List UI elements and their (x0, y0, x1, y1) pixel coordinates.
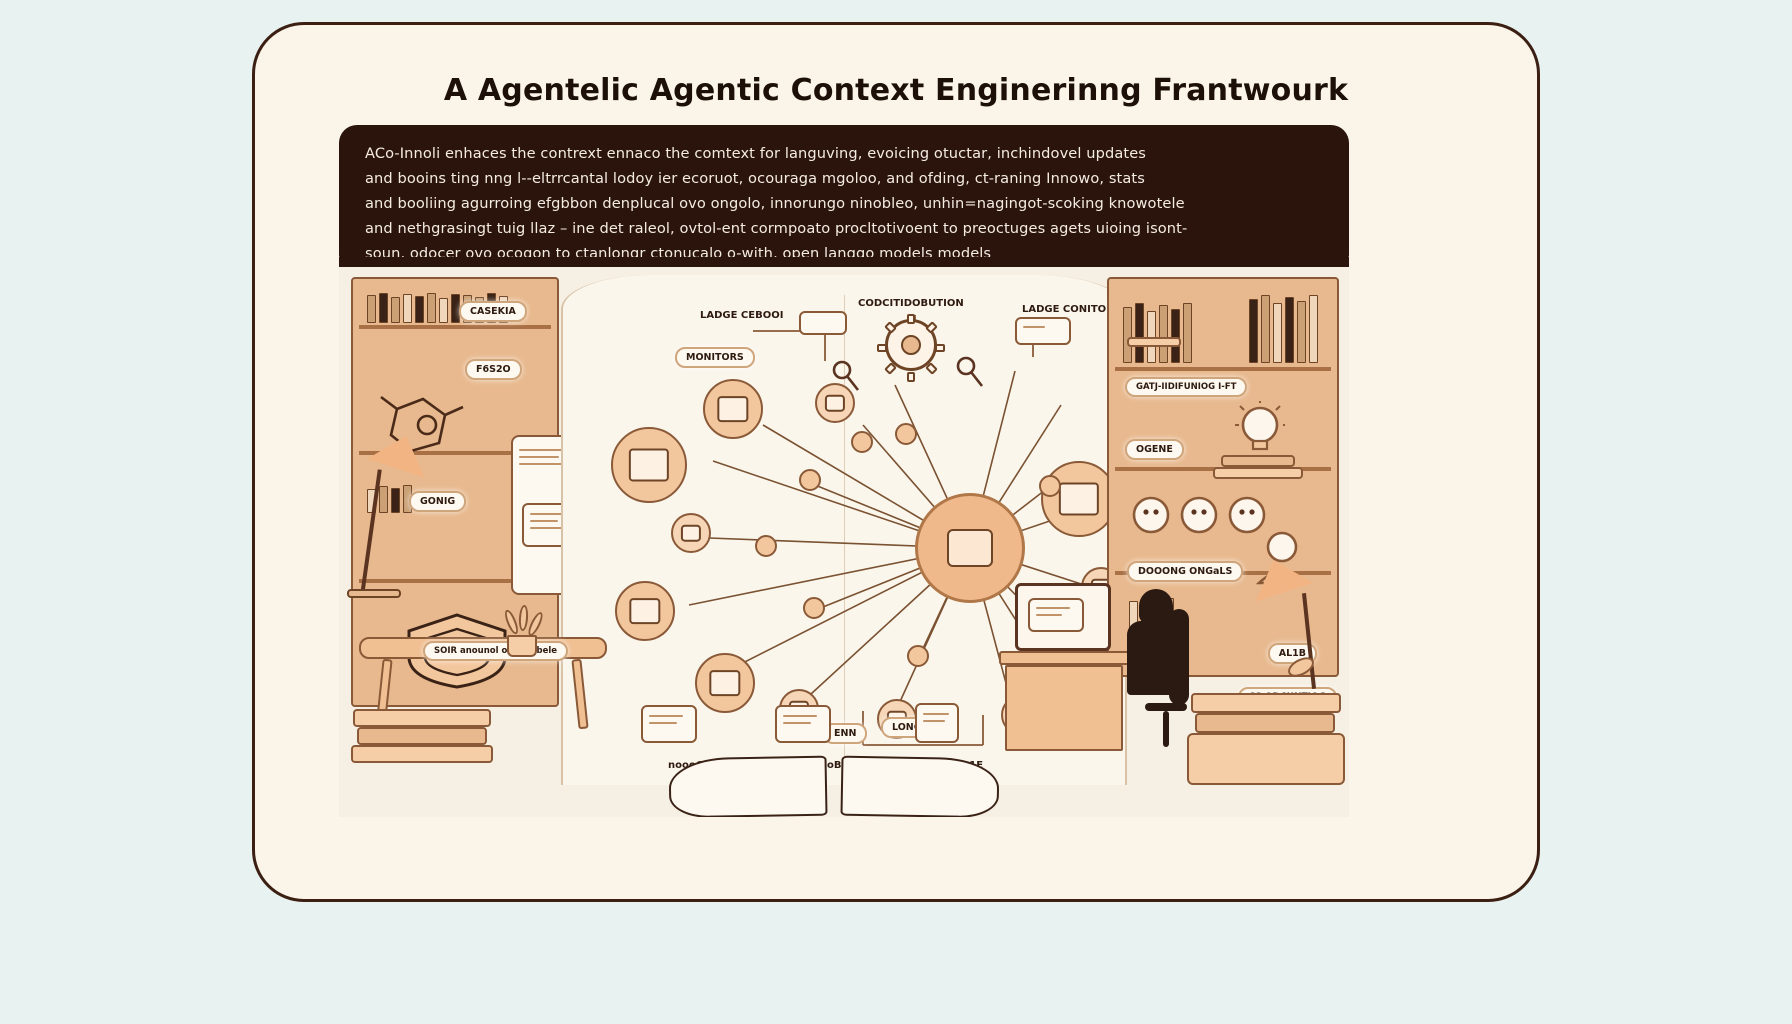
diagram-node (1039, 475, 1061, 497)
shelf-chip: GONIG (409, 491, 467, 512)
diagram-node (695, 653, 755, 713)
diagram-node (611, 427, 687, 503)
banner-line: ACo-Innoli enhaces the contrext ennaco t… (365, 145, 1146, 162)
open-book (668, 755, 1000, 817)
shelf-chip: OGENE (1125, 439, 1184, 460)
monitor-screen (1015, 583, 1111, 651)
book-left-page (668, 755, 828, 817)
diagram-node (1041, 461, 1117, 537)
book-stack (353, 709, 491, 727)
person-head (1139, 589, 1173, 623)
diagram-node (907, 645, 929, 667)
book-stack (1195, 713, 1335, 733)
banner-line: and booins ting nng l--eltrrcantal lodoy… (365, 170, 1145, 187)
pin-icon (956, 356, 984, 387)
lightbulb-icon (1235, 401, 1285, 451)
chair-base (1145, 703, 1187, 711)
molecule-icon (380, 395, 464, 468)
pin-icon (832, 360, 860, 391)
page-title: A Agentelic Agentic Context Enginerinng … (443, 73, 1349, 108)
gear-icon (877, 314, 945, 382)
diagram-node (615, 581, 675, 641)
banner-line: and nethgrasingt tuig llaz – ine det ral… (365, 220, 1188, 237)
doc-node (915, 703, 959, 743)
diagram-node (671, 513, 711, 553)
scene-top-edge (339, 257, 1349, 267)
doc-node (1015, 317, 1071, 345)
book-stack (351, 745, 493, 763)
diagram-top-label: LADGE CONITOLE (1022, 304, 1120, 315)
faces-row-icon (1132, 496, 1266, 534)
avatar-icon (1255, 531, 1309, 585)
chair-post (1163, 711, 1169, 747)
desk-surface (999, 651, 1131, 665)
diagram-node (815, 383, 855, 423)
book-stack (1187, 733, 1345, 785)
diagram-top-label: CODCITIDOBUTION (858, 298, 964, 309)
diagram-node (895, 423, 917, 445)
shelf-chip: GATJ-IIDIFUNIOG I-FT (1125, 377, 1248, 397)
diagram-node (851, 431, 873, 453)
shelf-chip: F6S2O (465, 359, 522, 380)
shelf-chip: DOOONG ONGaLS (1127, 561, 1244, 582)
diagram-bottom-label: coUrnoBntooCE (794, 760, 882, 771)
illustration-scene: CASEKIA F6S2O GONIG (339, 257, 1349, 817)
banner-line: and booliing agurroing efgbbon denplucal… (365, 195, 1185, 212)
book-right-page (840, 755, 1000, 817)
doc-node (799, 311, 847, 335)
diagram-node (703, 379, 763, 439)
desk-body (1005, 665, 1123, 751)
diagram-node (803, 597, 825, 619)
hub-core (947, 529, 993, 567)
book-stack (357, 727, 487, 745)
diagram-node (799, 469, 821, 491)
doc-node (641, 705, 697, 743)
right-bookshelf: GATJ-IIDIFUNIOG I-FT OGENE (1107, 277, 1339, 677)
diagram-node (755, 535, 777, 557)
doc-node (775, 705, 831, 743)
chair-back (1169, 609, 1189, 705)
diagram-hub (915, 493, 1025, 603)
illustration-card: A Agentelic Agentic Context Enginerinng … (252, 22, 1540, 902)
desk-chip: SOIR anounol osoKonbele (423, 641, 569, 661)
shelf-chip: CASEKIA (459, 301, 527, 322)
book-stack (1191, 693, 1341, 713)
diagram-chip: MONITORS (675, 347, 755, 368)
summary-banner: ACo-Innoli enhaces the contrext ennaco t… (339, 125, 1349, 262)
diagram-top-label: LADGE CEBOOI (700, 310, 784, 321)
